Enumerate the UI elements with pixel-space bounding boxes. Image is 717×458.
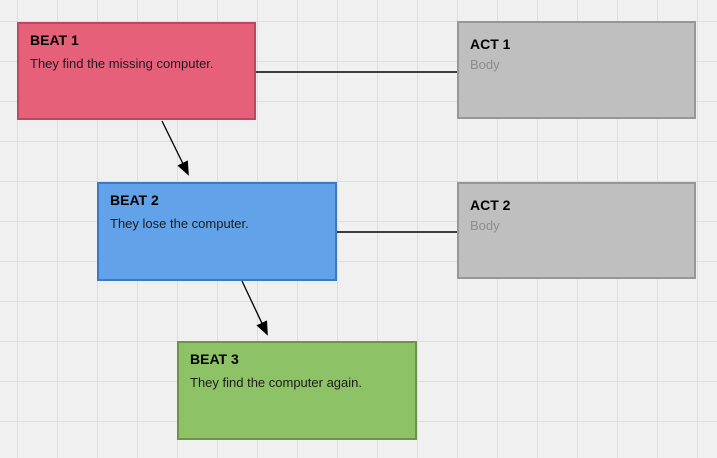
node-beat2-title: BEAT 2 (110, 192, 159, 208)
node-act1[interactable]: ACT 1 Body (457, 21, 696, 119)
node-act1-body-placeholder: Body (470, 57, 500, 72)
node-act2[interactable]: ACT 2 Body (457, 182, 696, 279)
node-beat2[interactable]: BEAT 2 They lose the computer. (97, 182, 337, 281)
node-act2-title: ACT 2 (470, 197, 511, 213)
node-beat2-body: They lose the computer. (110, 216, 249, 231)
connector-arrow-beat1-beat2[interactable] (161, 120, 189, 176)
node-beat3-body: They find the computer again. (190, 375, 362, 390)
connector-arrow-beat2-beat3[interactable] (241, 280, 268, 336)
node-beat1-body: They find the missing computer. (30, 56, 214, 71)
node-beat3[interactable]: BEAT 3 They find the computer again. (177, 341, 417, 440)
node-act2-body-placeholder: Body (470, 218, 500, 233)
node-beat1[interactable]: BEAT 1 They find the missing computer. (17, 22, 256, 120)
node-act1-title: ACT 1 (470, 36, 511, 52)
node-beat3-title: BEAT 3 (190, 351, 239, 367)
node-beat1-title: BEAT 1 (30, 32, 79, 48)
